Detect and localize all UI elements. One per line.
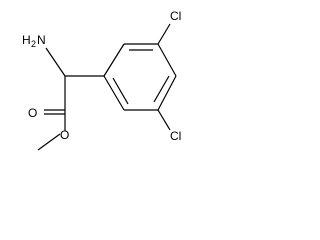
bond-ring-double-3 (112, 77, 129, 105)
chlorine-top-label: Cl (170, 9, 181, 23)
bond-cl-top (157, 23, 171, 45)
bond-methyl (37, 133, 61, 151)
chemical-structure-diagram: H 2 N O O Cl Cl (22, 9, 181, 151)
bond-amine-alpha (45, 47, 66, 77)
carbonyl-oxygen-label: O (28, 106, 37, 120)
amine-label-n: N (37, 33, 46, 47)
ester-oxygen-label: O (60, 128, 69, 142)
bond-ring-1 (103, 43, 125, 77)
bond-ring-6 (103, 75, 125, 111)
bond-ring-3 (157, 43, 177, 77)
amine-label-h: H (22, 33, 31, 47)
bond-ring-4 (157, 75, 177, 111)
bond-ring-double-2 (153, 75, 170, 103)
chlorine-bottom-label: Cl (170, 129, 181, 143)
bond-cl-bottom (157, 109, 171, 131)
amine-label-subscript: 2 (31, 39, 36, 49)
